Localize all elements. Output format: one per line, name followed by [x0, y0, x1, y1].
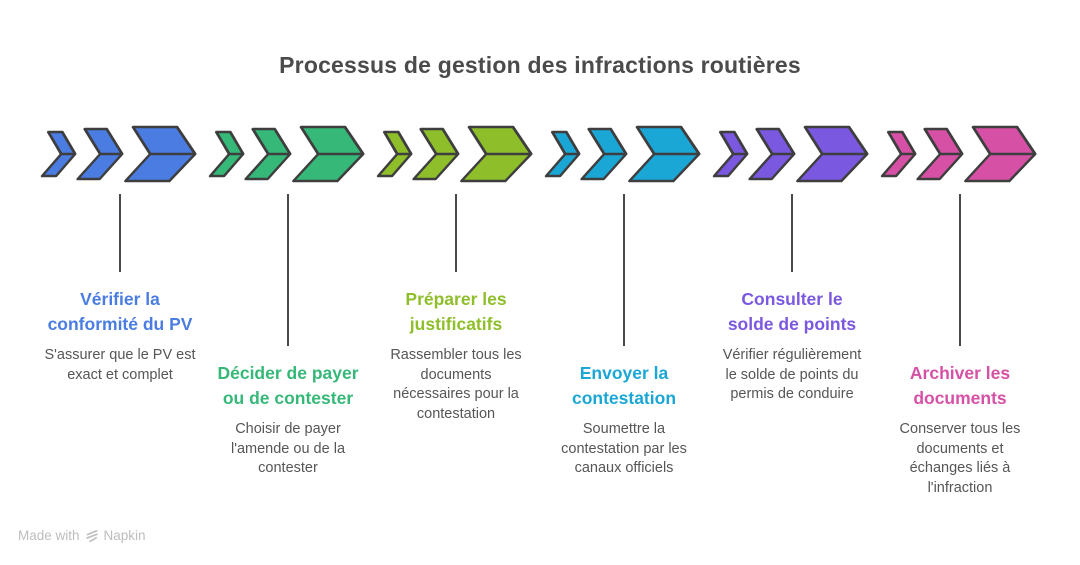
chevron-arrows-icon	[208, 125, 365, 183]
steps-row: Vérifier la conformité du PV S'assurer q…	[0, 125, 1080, 498]
step-title: Consulter le solde de points	[727, 289, 857, 334]
step-title: Vérifier la conformité du PV	[47, 289, 193, 334]
connector-line	[623, 194, 625, 346]
step-title: Préparer les justificatifs	[405, 289, 507, 334]
step-description: Vérifier régulièrement le solde de point…	[722, 347, 862, 402]
step-title: Archiver les documents	[909, 363, 1011, 408]
step-column-envoyer-contestation: Envoyer la contestation Soumettre la con…	[544, 125, 701, 479]
step-column-decider-payer: Décider de payer ou de contester Choisir…	[208, 125, 365, 479]
step-description: S'assurer que le PV est exact et complet	[44, 347, 196, 383]
connector-line	[455, 194, 457, 272]
chevron-arrows-icon	[40, 125, 197, 183]
diagram-title: Processus de gestion des infractions rou…	[279, 52, 801, 78]
napkin-brand-label: Napkin	[103, 528, 146, 543]
step-description: Conserver tous les documents et échanges…	[899, 421, 1021, 496]
step-column-archiver-documents: Archiver les documents Conserver tous le…	[880, 125, 1037, 498]
connector-line	[287, 194, 289, 346]
made-with-label: Made with	[18, 528, 80, 543]
step-title: Envoyer la contestation	[571, 363, 677, 408]
step-title: Décider de payer ou de contester	[217, 363, 359, 408]
chevron-arrows-icon	[376, 125, 533, 183]
step-description: Choisir de payer l'amende ou de la conte…	[230, 421, 346, 476]
step-column-verifier-pv: Vérifier la conformité du PV S'assurer q…	[40, 125, 197, 385]
step-description: Soumettre la contestation par les canaux…	[561, 421, 687, 476]
chevron-arrows-icon	[712, 125, 869, 183]
connector-line	[791, 194, 793, 272]
step-column-preparer-justificatifs: Préparer les justificatifs Rassembler to…	[376, 125, 533, 424]
step-description: Rassembler tous les documents nécessaire…	[390, 347, 522, 422]
chevron-arrows-icon	[544, 125, 701, 183]
connector-line	[119, 194, 121, 272]
step-column-consulter-solde: Consulter le solde de points Vérifier ré…	[712, 125, 869, 405]
napkin-logo-icon	[85, 529, 98, 542]
chevron-arrows-icon	[880, 125, 1037, 183]
connector-line	[959, 194, 961, 346]
napkin-credit: Made with Napkin	[18, 528, 146, 543]
